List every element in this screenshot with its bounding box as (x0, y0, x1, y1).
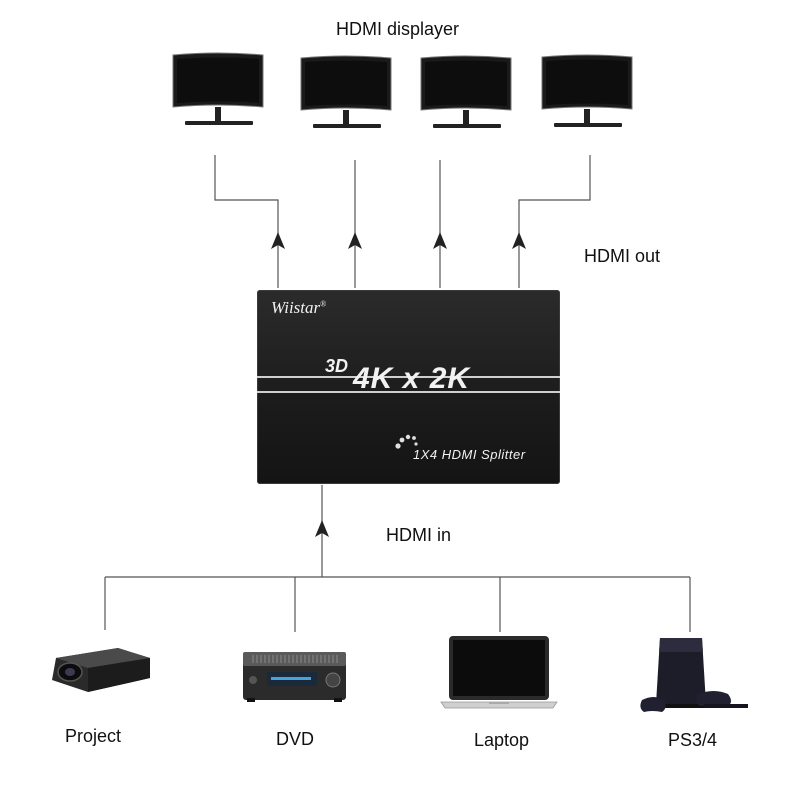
device-stripe (257, 391, 560, 393)
arrow-up-icon (315, 520, 329, 537)
source-label-ps: PS3/4 (668, 730, 718, 750)
hdmi-out-label: HDMI out (584, 246, 661, 266)
dvd-player-icon (243, 652, 346, 702)
arrow-up-icon (348, 232, 362, 249)
monitor-icon (172, 52, 264, 125)
arrow-up-icon (433, 232, 447, 249)
output-line-1 (214, 155, 279, 288)
arrow-up-icon (512, 232, 526, 249)
product-label: 1X4 HDMI Splitter (413, 447, 526, 462)
output-line-4 (518, 155, 591, 288)
projector-icon (52, 648, 150, 692)
dots-icon (395, 434, 418, 449)
hdmi-in-label: HDMI in (386, 525, 452, 545)
game-console-icon (640, 638, 748, 712)
hdmi-splitter-device: Wiistar® 3D 4K x 2K 1X4 HDMI Splitter (257, 290, 560, 484)
monitor-icon (300, 55, 392, 128)
outputs-label: HDMI displayer (336, 19, 460, 39)
arrow-up-icon (271, 232, 285, 249)
monitor-icon (420, 55, 512, 128)
registered-mark: ® (320, 299, 327, 309)
label-3d: 3D (325, 356, 349, 376)
brand-name: Wiistar (271, 298, 321, 317)
source-label-project: Project (65, 726, 122, 746)
source-label-laptop: Laptop (474, 730, 530, 750)
device-stripe (257, 376, 560, 378)
source-label-dvd: DVD (276, 729, 315, 749)
brand-logo: Wiistar® (271, 298, 326, 318)
laptop-icon (440, 636, 558, 709)
monitor-icon (541, 54, 633, 127)
label-4k2k: 4K x 2K (353, 362, 471, 395)
